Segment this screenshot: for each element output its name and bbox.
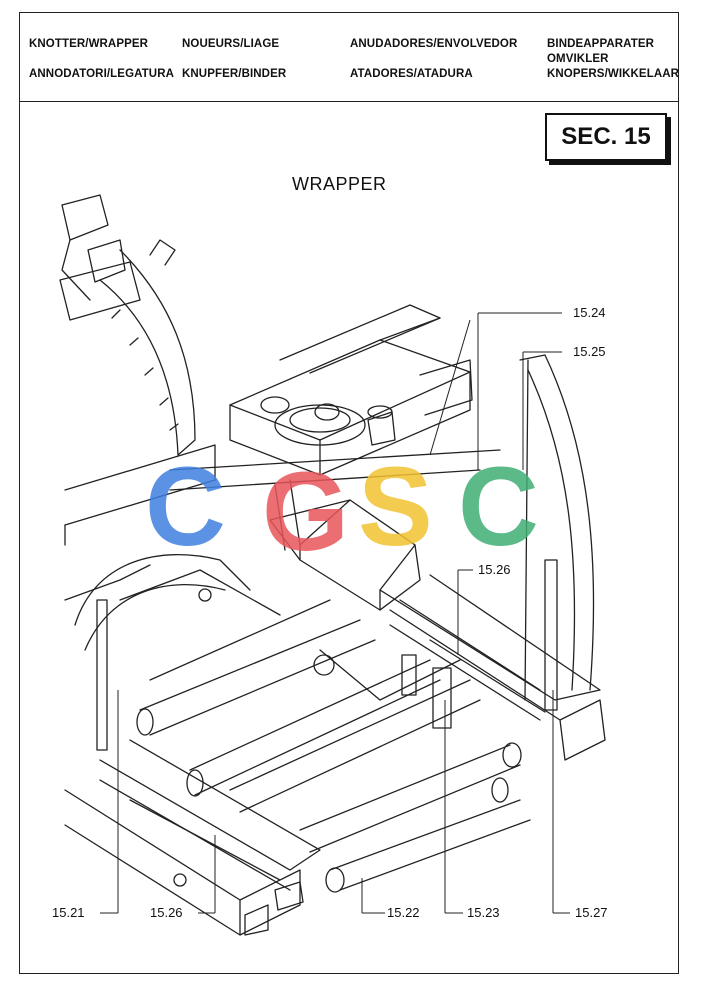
header-knotter-wrapper: KNOTTER/WRAPPER — [29, 38, 149, 50]
header-annodatori-legatura: ANNODATORI/LEGATURA — [29, 68, 175, 80]
ref-15-27: 15.27 — [575, 905, 608, 920]
ref-15-22: 15.22 — [387, 905, 420, 920]
header-omvikler: OMVIKLER — [547, 53, 609, 65]
section-number: SEC. 15 — [561, 123, 651, 150]
page-frame — [19, 12, 679, 974]
watermark-letter-2: G — [262, 449, 349, 574]
header-atadores-atadura: ATADORES/ATADURA — [350, 68, 473, 80]
header-knupfer-binder: KNUPFER/BINDER — [182, 68, 287, 80]
ref-15-23: 15.23 — [467, 905, 500, 920]
watermark-letter-4: C — [458, 444, 539, 569]
ref-15-26-upper: 15.26 — [478, 562, 511, 577]
watermark-letter-1: C — [145, 444, 226, 569]
ref-15-25: 15.25 — [573, 344, 606, 359]
ref-15-21: 15.21 — [52, 905, 85, 920]
watermark-letter-3: S — [358, 444, 433, 569]
header-noueurs-liage: NOUEURS/LIAGE — [182, 38, 280, 50]
watermark-logo: C G S C — [145, 444, 539, 574]
page-header — [19, 12, 679, 102]
header-knopers-wikkelaar: KNOPERS/WIKKELAAR — [547, 68, 680, 80]
page-title: WRAPPER — [292, 174, 387, 194]
header-bindeapparater: BINDEAPPARATER — [547, 38, 655, 50]
ref-15-26-lower: 15.26 — [150, 905, 183, 920]
header-anudadores-envolvedor: ANUDADORES/ENVOLVEDOR — [350, 38, 518, 50]
section-number-box: SEC. 15 — [545, 113, 667, 161]
ref-15-24: 15.24 — [573, 305, 606, 320]
